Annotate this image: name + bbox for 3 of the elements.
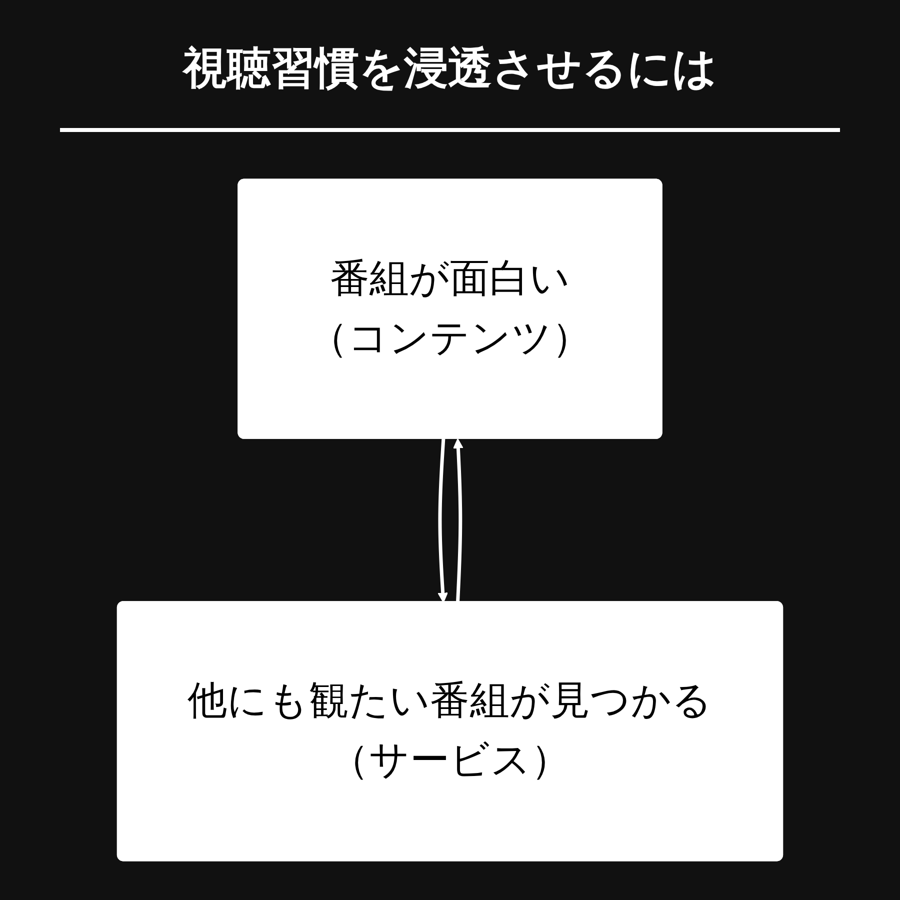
title: 視聴習慣を浸透させるには [183, 42, 717, 96]
arrow [453, 438, 464, 602]
arrow [438, 438, 448, 603]
